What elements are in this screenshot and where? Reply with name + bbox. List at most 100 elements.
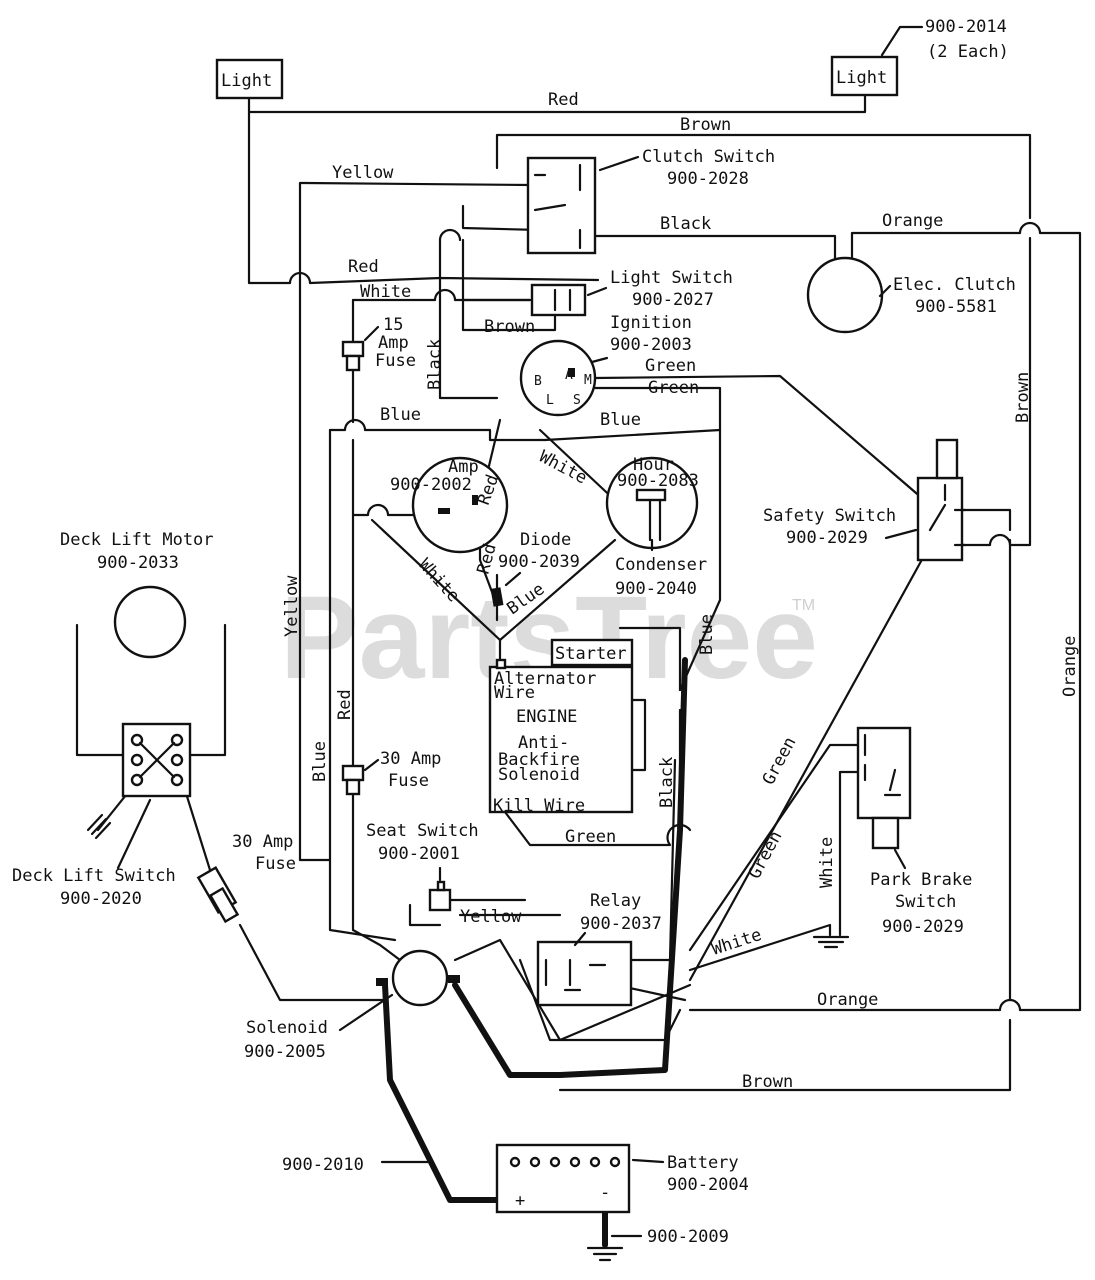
elec-clutch-name: Elec. Clutch	[893, 275, 1016, 295]
label-white-vert: White	[817, 837, 837, 888]
fuse-15-amp	[341, 340, 365, 372]
label-orange-top: Orange	[882, 211, 943, 231]
label-black-engine: Black	[657, 757, 677, 808]
svg-text:M: M	[584, 373, 592, 388]
left-light: Light	[215, 58, 284, 100]
label-black-clutch: Black	[660, 214, 711, 234]
left-light-label: Light	[221, 71, 272, 91]
park-brake-line2: Switch	[895, 892, 956, 912]
amp-meter	[411, 456, 509, 554]
solenoid-part: 900-2005	[244, 1042, 326, 1062]
seat-switch	[428, 880, 452, 912]
engine	[488, 638, 634, 814]
fuse-30-mid-line2: Fuse	[388, 771, 429, 791]
cable-pos-part: 900-2010	[282, 1155, 364, 1175]
park-brake-part: 900-2029	[882, 917, 964, 937]
label-green-b: Green	[648, 378, 699, 398]
engine-title: ENGINE	[516, 707, 577, 727]
ground-deck	[86, 813, 112, 840]
cable-neg-part: 900-2009	[647, 1227, 729, 1247]
clutch-switch-name: Clutch Switch	[642, 147, 775, 167]
diode	[490, 573, 504, 622]
safety-switch-leader	[884, 528, 918, 540]
label-brown-ign: Brown	[484, 317, 535, 337]
hour-meter-part: 900-2083	[617, 471, 699, 491]
svg-text:B: B	[534, 374, 542, 389]
label-red-vert: Red	[335, 689, 355, 720]
label-blue-left: Blue	[380, 405, 421, 425]
light-part-leader	[880, 25, 924, 57]
label-blue-vert-right: Blue	[697, 614, 717, 655]
deck-lift-motor-name: Deck Lift Motor	[60, 530, 214, 550]
condenser-part: 900-2040	[615, 579, 697, 599]
solenoid-leader	[338, 993, 394, 1032]
label-orange-bottom: Orange	[817, 990, 878, 1010]
label-white-top: White	[360, 282, 411, 302]
engine-abs-line3: Solenoid	[498, 765, 580, 785]
battery	[495, 1143, 631, 1214]
fuse-15-line3: Fuse	[375, 351, 416, 371]
fuse-30-left-line2: Fuse	[255, 854, 296, 874]
relay-name: Relay	[590, 891, 641, 911]
ignition-part: 900-2003	[610, 335, 692, 355]
light-switch-part: 900-2027	[632, 290, 714, 310]
relay-leader	[573, 931, 587, 947]
label-brown-right: Brown	[1013, 372, 1033, 423]
label-red-top: Red	[548, 90, 579, 110]
watermark-tm: TM	[792, 597, 815, 614]
light-switch-name: Light Switch	[610, 268, 733, 288]
label-green-engine: Green	[565, 827, 616, 847]
deck-lift-switch	[121, 722, 192, 798]
label-yellow-seat: Yellow	[460, 907, 522, 927]
ground-battery	[586, 1246, 624, 1262]
engine-abs-line1: Anti-	[518, 733, 569, 753]
fuse-30-mid-line1: 30 Amp	[380, 749, 441, 769]
light-switch-leader	[586, 286, 608, 297]
diode-part: 900-2039	[498, 552, 580, 572]
deck-lift-motor	[113, 585, 187, 659]
safety-switch-part: 900-2029	[786, 528, 868, 548]
relay-part: 900-2037	[580, 914, 662, 934]
amp-meter-part: 900-2002	[390, 475, 472, 495]
fuse-15-line2: Amp	[378, 333, 409, 353]
elec-clutch-part: 900-5581	[915, 297, 997, 317]
engine-kill-wire: Kill Wire	[493, 796, 585, 816]
fuse-30-amp-left	[196, 866, 240, 924]
fuse-15-line1: 15	[383, 315, 403, 335]
deck-lift-switch-part: 900-2020	[60, 889, 142, 909]
clutch-switch-leader	[598, 155, 640, 172]
electric-clutch	[806, 256, 884, 334]
fuse-30-amp-mid	[341, 764, 365, 796]
label-brown-bottom: Brown	[742, 1072, 793, 1092]
fuse-30-left-line1: 30 Amp	[232, 832, 293, 852]
label-brown-top: Brown	[680, 115, 731, 135]
right-light: Light	[830, 55, 899, 97]
engine-abs-line2: Backfire	[498, 750, 580, 770]
elec-clutch-leader	[878, 284, 892, 298]
solenoid-name: Solenoid	[246, 1018, 328, 1038]
deck-lift-switch-name: Deck Lift Switch	[12, 866, 176, 886]
battery-leader	[631, 1158, 665, 1164]
fuse-30-mid-leader	[363, 758, 380, 772]
svg-text:L: L	[546, 393, 554, 408]
safety-switch	[916, 438, 967, 562]
seat-switch-part: 900-2001	[378, 844, 460, 864]
park-brake-switch	[856, 726, 912, 850]
engine-alternator-line2: Wire	[494, 683, 535, 703]
condenser-name: Condenser	[615, 555, 707, 575]
label-green-diag2: Green	[745, 828, 787, 883]
solenoid	[376, 949, 460, 1007]
light-qty: (2 Each)	[927, 42, 1009, 62]
right-light-label: Light	[836, 68, 887, 88]
light-switch	[530, 283, 587, 317]
label-black-vert: Black	[425, 339, 445, 390]
label-orange-right: Orange	[1060, 636, 1080, 697]
ignition-switch: B A L S M	[519, 339, 597, 417]
label-green-diag1: Green	[759, 734, 801, 789]
hour-meter-name: Hour	[633, 455, 674, 475]
diode-leader	[504, 571, 522, 587]
deck-lift-motor-part: 900-2033	[97, 553, 179, 573]
safety-switch-name: Safety Switch	[763, 506, 896, 526]
park-brake-line1: Park Brake	[870, 870, 972, 890]
